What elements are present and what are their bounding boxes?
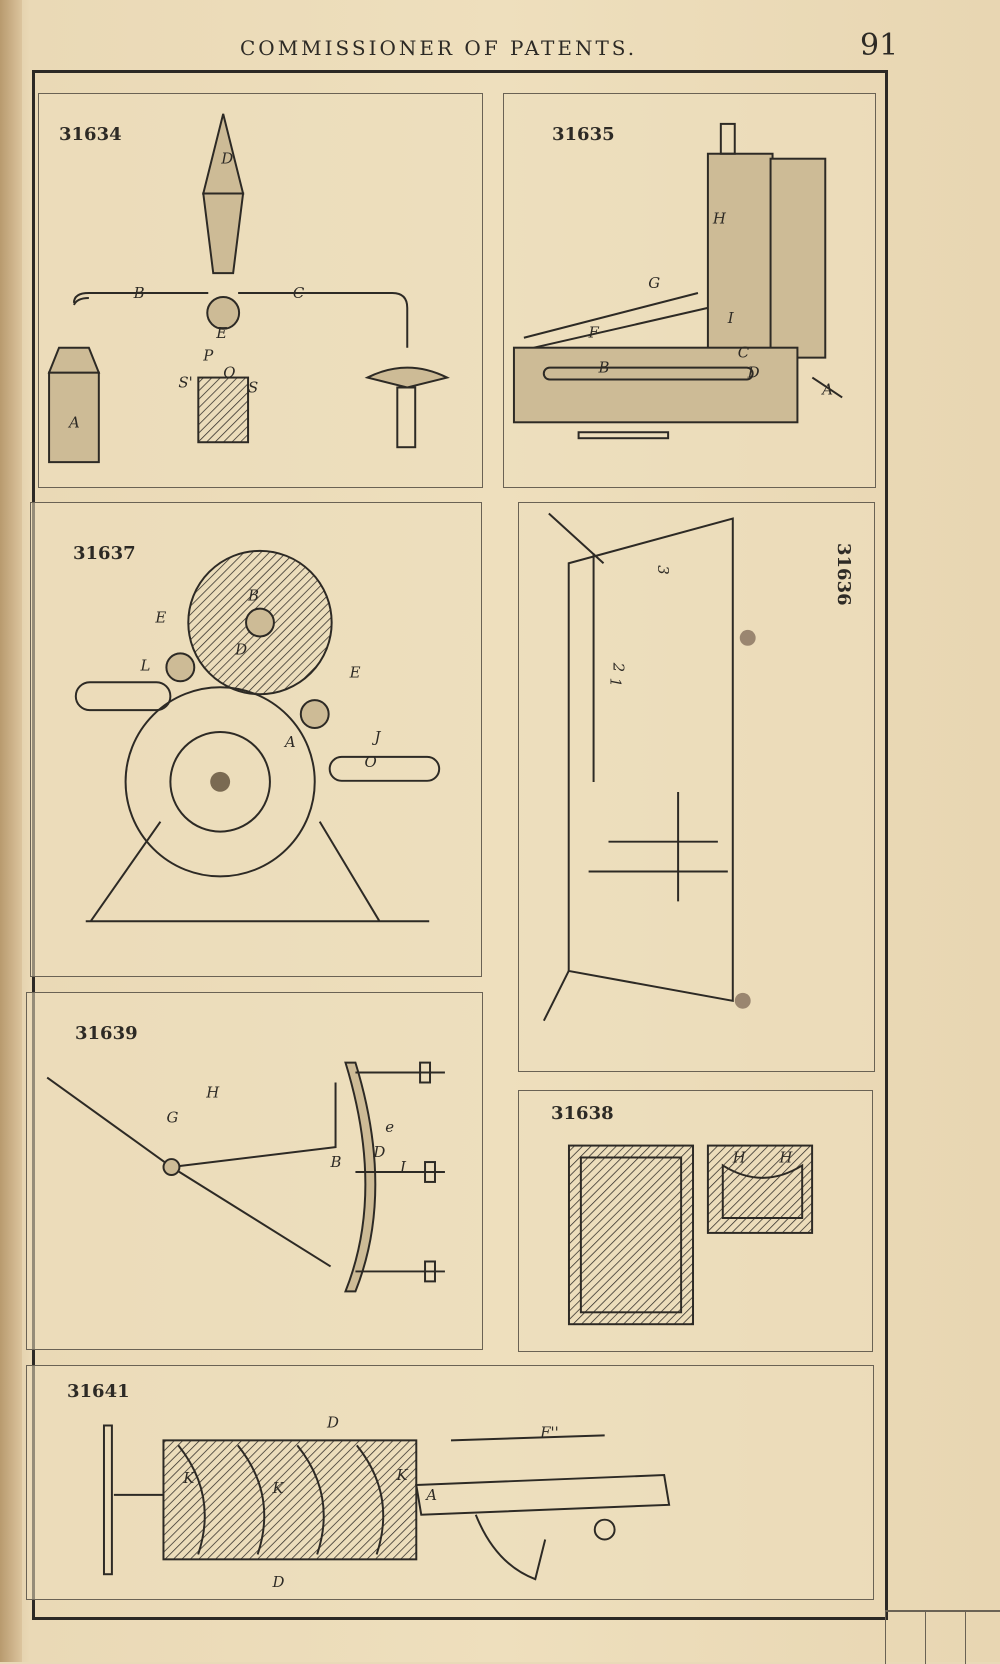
figure-label: D: [747, 364, 760, 382]
figure-label: 3: [654, 565, 672, 574]
figure-label: A: [424, 1486, 437, 1504]
drawing-31639: H GeD B I: [46, 1061, 445, 1293]
figure-label: B: [247, 587, 259, 605]
figure-label: K: [395, 1466, 408, 1484]
figure-label: B: [330, 1153, 342, 1171]
figure-label: D: [326, 1413, 339, 1431]
panel-31636: 3 2 1 31636: [518, 502, 875, 1072]
running-header-title: COMMISSIONER OF PATENTS.: [240, 36, 638, 60]
figure-label: E: [349, 663, 361, 681]
figure-label: A: [820, 380, 833, 398]
figure-label: K: [182, 1469, 195, 1487]
figure-label: 2: [609, 662, 627, 672]
figure-label: 1: [606, 678, 624, 687]
patent-number-31641: 31641: [67, 1381, 130, 1402]
page-number: 91: [860, 28, 899, 63]
figure-label: B: [597, 359, 609, 377]
figure-label: C: [738, 344, 750, 362]
figure-label: J: [371, 728, 381, 746]
patent-number-31639: 31639: [75, 1023, 138, 1044]
figure-label: H: [712, 209, 727, 227]
panel-31637: B E D L E J A O 31637: [30, 502, 482, 977]
figure-label: K: [272, 1479, 285, 1497]
figure-label: C: [293, 284, 305, 302]
drawing-31637: B E D L E J A O: [74, 549, 441, 923]
patent-number-31638: 31638: [551, 1103, 614, 1124]
figure-label: D: [372, 1143, 385, 1161]
drawing-31635: H G F IC B D A: [512, 122, 843, 440]
figure-label: H: [732, 1148, 747, 1166]
figure-label: B: [133, 284, 145, 302]
figure-label: S': [178, 374, 192, 392]
patent-number-31634: 31634: [59, 124, 122, 145]
figure-label: A: [283, 733, 296, 751]
figure-label: E: [215, 324, 227, 342]
figure-label: F'': [539, 1423, 558, 1441]
drawing-31634: D B C EPO S' S A: [47, 113, 450, 464]
figure-label: F: [588, 324, 600, 342]
figure-label: O: [365, 753, 377, 771]
figure-label: D: [220, 150, 233, 168]
figure-label: I: [399, 1158, 407, 1176]
figure-label: D: [272, 1573, 285, 1591]
figure-label: G: [648, 274, 660, 292]
drawing-31636: 3 2 1: [542, 512, 756, 1022]
figure-label: E: [154, 609, 166, 627]
patent-number-31636: 31636: [833, 543, 854, 606]
figure-label: I: [727, 309, 735, 327]
figure-label: L: [140, 656, 151, 674]
figure-label: H: [205, 1083, 220, 1101]
figure-label: P: [202, 347, 214, 365]
figure-label: D: [234, 640, 247, 658]
figure-label: O: [223, 364, 235, 382]
book-spine-shadow: [0, 0, 22, 1662]
figure-label: A: [67, 413, 80, 431]
patent-number-31637: 31637: [73, 543, 136, 564]
figure-label: H: [778, 1148, 793, 1166]
adjacent-page-table-edge: [885, 1610, 1000, 1664]
figure-label: S: [248, 378, 258, 396]
patent-number-31635: 31635: [552, 124, 615, 145]
figure-label: e: [385, 1118, 394, 1136]
figure-label: G: [166, 1108, 178, 1126]
